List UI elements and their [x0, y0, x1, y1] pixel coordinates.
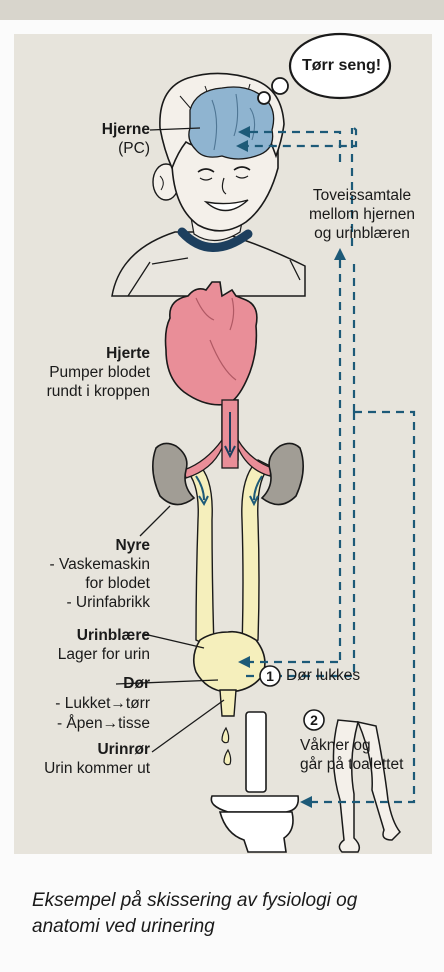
door-closed: - Lukket→tørr — [30, 694, 150, 713]
step-2-number: 2 — [304, 711, 324, 730]
bladder-desc: Lager for urin — [30, 645, 150, 664]
brain-note: (PC) — [60, 139, 150, 158]
heart-desc-2: rundt i kroppen — [40, 382, 150, 401]
brain-label: Hjerne — [60, 120, 150, 139]
bladder-label: Urinblære — [30, 626, 150, 645]
heart-desc-1: Pumper blodet — [40, 363, 150, 382]
step-1-text: Dør lukkes — [286, 666, 360, 685]
urethra-desc: Urin kommer ut — [20, 759, 150, 778]
figure-caption: Eksempel på skissering av fysiologi og a… — [32, 888, 422, 940]
thought-text: Tørr seng! — [302, 56, 381, 75]
kidney-desc-2: for blodet — [30, 574, 150, 593]
kidney-desc-1: - Vaskemaskin — [30, 555, 150, 574]
dialog-line-3: og urinblæren — [292, 224, 432, 243]
urethra-label: Urinrør — [30, 740, 150, 759]
kidney-desc-3: - Urinfabrikk — [30, 593, 150, 612]
door-open: - Åpen→tisse — [30, 714, 150, 733]
dialog-line-1: Toveissamtale — [292, 186, 432, 205]
caption-line-1: Eksempel på skissering av fysiologi og — [32, 888, 422, 914]
bladder-shape — [194, 632, 265, 692]
dialog-line-2: mellom hjernen — [292, 205, 432, 224]
step-1-number: 1 — [260, 667, 280, 686]
door-label: Dør — [30, 674, 150, 693]
step-2-text-1: Våkner og — [300, 736, 371, 755]
step-2-text-2: går på toalettet — [300, 755, 403, 774]
caption-line-2: anatomi ved urinering — [32, 914, 422, 940]
heart-label: Hjerte — [40, 344, 150, 363]
kidney-label: Nyre — [40, 536, 150, 555]
